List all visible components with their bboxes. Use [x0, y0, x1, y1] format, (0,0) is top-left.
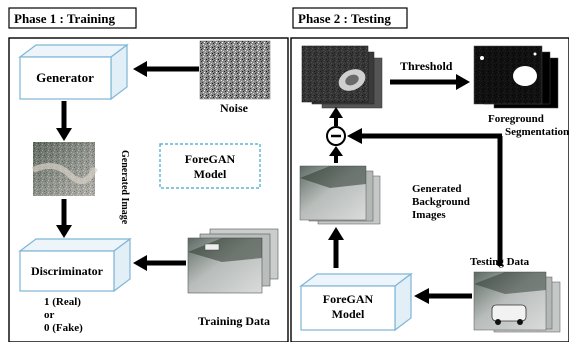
model-box-line2: Model — [194, 167, 227, 181]
arrow-testing-to-model — [414, 288, 472, 304]
arrow-background-to-subtract — [329, 146, 343, 163]
generator-block: Generator — [18, 43, 129, 101]
generated-background-images — [299, 165, 381, 225]
phase1-title: Phase 1 : Training — [14, 11, 116, 26]
training-data-label: Training Data — [198, 314, 270, 328]
output-real: 1 (Real) — [44, 296, 81, 308]
training-data-images — [187, 228, 279, 294]
output-fake: 0 (Fake) — [44, 322, 83, 334]
noise-label: Noise — [220, 101, 249, 115]
phase1-panel — [8, 37, 289, 342]
generator-label: Generator — [36, 70, 94, 85]
generated-image-label: Generated Image — [119, 150, 130, 225]
testing-data-label: Testing Data — [470, 256, 530, 268]
generated-bg-line1: Generated — [412, 183, 461, 195]
testing-data-images — [473, 271, 561, 333]
arrow-threshold — [390, 74, 470, 90]
model-line1: ForeGAN — [323, 292, 374, 306]
discriminator-label: Discriminator — [31, 264, 104, 278]
phase1-title-box: Phase 1 : Training — [8, 7, 137, 29]
generated-image — [31, 142, 98, 196]
foreground-line1: Foreground — [488, 113, 544, 125]
model-box-line1: ForeGAN — [185, 152, 236, 166]
foreground-segmentation-images — [473, 45, 559, 109]
output-or: or — [44, 309, 55, 321]
arrow-testing-to-subtract — [347, 128, 503, 266]
phase2-title-box: Phase 2 : Testing — [292, 7, 408, 29]
phase2-title: Phase 2 : Testing — [298, 11, 391, 26]
arrow-generator-to-image — [56, 101, 72, 141]
generated-bg-line2: Background — [412, 196, 470, 208]
noise-image — [199, 40, 271, 100]
foregan-model-dashed-box: ForeGAN Model — [159, 143, 261, 189]
foreground-line2: Segmentation — [505, 126, 569, 138]
generated-bg-line3: Images — [412, 209, 446, 221]
subtract-operator — [326, 126, 346, 146]
arrow-model-to-background — [328, 227, 344, 268]
foregan-model-block: ForeGAN Model — [299, 272, 413, 332]
arrow-subtract-to-difference — [329, 107, 343, 126]
arrow-noise-to-generator — [133, 61, 199, 77]
arrow-image-to-discriminator — [56, 199, 72, 238]
arrow-training-to-discriminator — [133, 255, 186, 271]
difference-images — [301, 45, 383, 109]
threshold-label: Threshold — [400, 59, 453, 73]
model-line2: Model — [332, 307, 365, 321]
discriminator-block: Discriminator — [18, 237, 132, 293]
phase2-panel — [290, 37, 569, 342]
